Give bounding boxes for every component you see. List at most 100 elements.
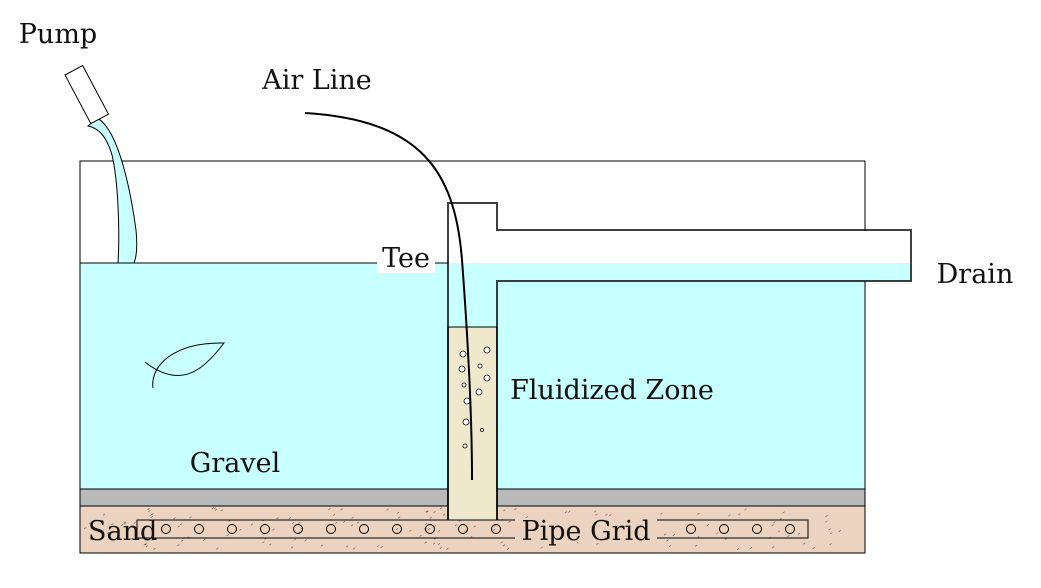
sand-grain [787, 535, 790, 538]
sand-grain [352, 547, 356, 550]
sand-grain [320, 544, 324, 547]
label-gravel: Gravel [190, 448, 280, 479]
tee-white-top [449, 204, 496, 263]
sand-grain [173, 517, 176, 520]
sand-grain [342, 521, 346, 523]
sand-grain [213, 507, 216, 510]
sand-grain [797, 532, 801, 535]
sand-grain [211, 507, 214, 510]
pump-hose [86, 117, 138, 264]
drain-water [448, 263, 911, 281]
pipe-hole [326, 524, 336, 534]
sand-grain [144, 543, 148, 546]
sand-grain [715, 532, 719, 535]
sand-grain [493, 524, 497, 527]
label-air-line: Air Line [261, 65, 372, 96]
sand-grain [398, 516, 401, 519]
sand-grain [269, 543, 272, 546]
sand-grain [442, 513, 446, 516]
sand-grain [668, 545, 672, 548]
sand-grain [772, 546, 775, 549]
sand-grain [216, 547, 219, 550]
sand-grain [203, 538, 206, 541]
sand-grain [332, 513, 336, 516]
sand-grain [503, 509, 506, 512]
sand-grain [145, 545, 148, 548]
sand-grain [120, 524, 124, 527]
pipe-hole [359, 524, 369, 534]
sand-grain [89, 522, 92, 524]
sand-grain [439, 507, 442, 510]
air-bubble [461, 382, 467, 388]
sand-grain [189, 516, 192, 519]
air-line [304, 112, 473, 481]
sand-grain [508, 520, 511, 523]
sand-grain [595, 513, 598, 516]
sand-grain [130, 537, 134, 540]
sand-grain [386, 508, 389, 511]
pipe-hole [392, 524, 402, 534]
sand-grain [90, 538, 93, 541]
fluidized-sand [447, 326, 498, 521]
sand-grain [123, 522, 127, 525]
sand-grain [351, 516, 354, 519]
sand-grain [239, 528, 242, 531]
air-bubble [459, 350, 467, 358]
sand-grain [424, 541, 427, 544]
sand-grain [276, 517, 279, 520]
sand-grain [396, 511, 400, 514]
sand-grain [123, 521, 126, 524]
pipe-hole [425, 524, 435, 534]
sand-grain [803, 542, 806, 545]
sand-grain [777, 530, 781, 533]
sand-grain [540, 546, 543, 549]
sand-grain [749, 546, 753, 549]
sand-grain [609, 514, 612, 517]
tee-label-bg [377, 243, 435, 273]
sand-grain [290, 546, 294, 549]
sand-grain [514, 508, 517, 511]
sand-grain [419, 534, 422, 537]
label-drain: Drain [937, 259, 1014, 290]
sand-grain [328, 508, 331, 511]
pipe-hole [227, 524, 237, 534]
sand-grain [506, 547, 510, 550]
pipe-hole [785, 524, 795, 534]
sand-grain [272, 528, 275, 531]
sand-grain [694, 544, 698, 547]
sand-grain [738, 513, 741, 516]
fish [144, 342, 225, 389]
pipe-hole [458, 524, 468, 534]
air-bubble [483, 374, 491, 382]
sand-grain [179, 523, 183, 526]
sand-grain [293, 538, 296, 541]
pipe-grid-holes [161, 524, 795, 534]
sand-grain [829, 543, 832, 546]
sand-grain [150, 515, 154, 518]
air-bubbles [458, 346, 491, 449]
label-pipe-grid: Pipe Grid [521, 516, 650, 547]
sand-grain [502, 544, 506, 547]
sand-grain [771, 524, 774, 527]
pump-outlet [64, 64, 110, 125]
sand-grain [345, 545, 349, 548]
sand-grain [838, 530, 842, 532]
sand-grain [446, 547, 449, 550]
sand-grain [427, 528, 431, 531]
sand-grain [697, 512, 700, 515]
sand-grain [596, 542, 599, 545]
drain-white-top [496, 231, 910, 263]
sand-grain [395, 528, 399, 531]
sand-grain [220, 509, 223, 512]
pipe-hole [260, 524, 270, 534]
sand-grain [426, 510, 429, 513]
pipe-hole [161, 524, 171, 534]
air-bubble [463, 397, 471, 405]
sand-grain [828, 528, 831, 531]
sand-grain [672, 534, 676, 537]
pipe-hole [293, 524, 303, 534]
tee-pipe [447, 202, 912, 520]
sand-grain [376, 545, 380, 548]
sand-grain [262, 541, 265, 544]
